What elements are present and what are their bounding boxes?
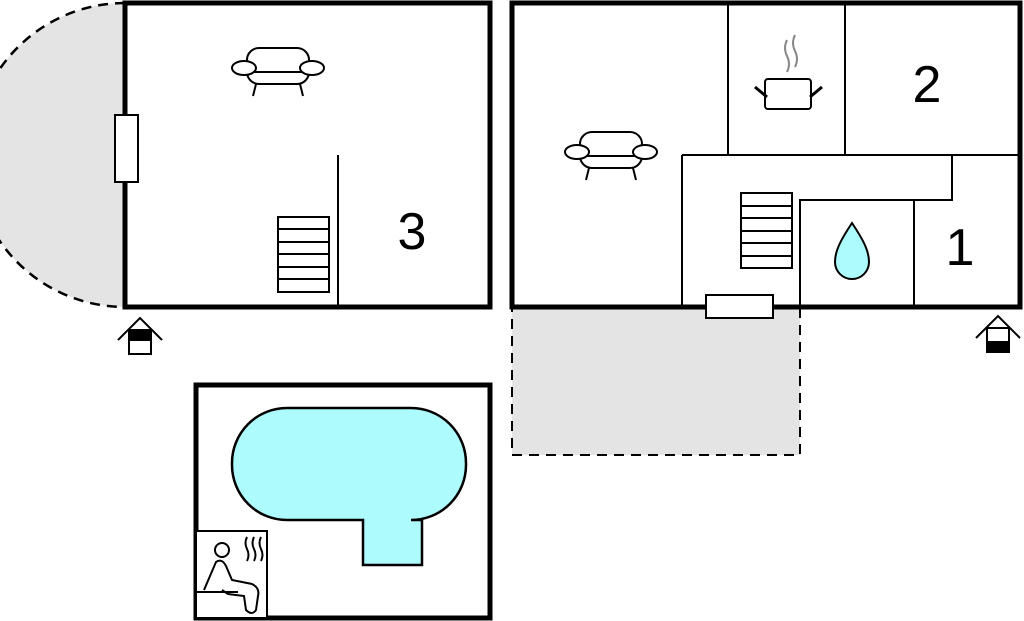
window-icon xyxy=(114,114,139,183)
terrace-area-rect xyxy=(511,306,801,456)
pool-icon xyxy=(230,406,468,567)
stairs-icon xyxy=(740,192,793,269)
room-number-3: 3 xyxy=(398,203,427,261)
sofa-icon xyxy=(564,131,658,181)
cooking-pot-icon xyxy=(754,34,823,110)
terrace-dashed-outline xyxy=(0,1,126,309)
entrance-icon xyxy=(117,316,163,355)
pool-building xyxy=(193,382,493,621)
room-number-2: 2 xyxy=(913,56,942,114)
water-drop-icon xyxy=(833,221,871,280)
interior-walls xyxy=(681,3,1020,307)
left-building: 3 xyxy=(0,0,493,355)
sofa-icon xyxy=(231,47,325,97)
terrace-area-semicircle xyxy=(0,3,125,307)
room-number-1: 1 xyxy=(946,219,975,277)
sauna-icon xyxy=(195,530,268,619)
right-building: 2 1 xyxy=(509,0,1023,456)
window-icon xyxy=(705,294,774,319)
stairs-icon xyxy=(277,216,330,293)
entrance-icon xyxy=(975,314,1021,353)
